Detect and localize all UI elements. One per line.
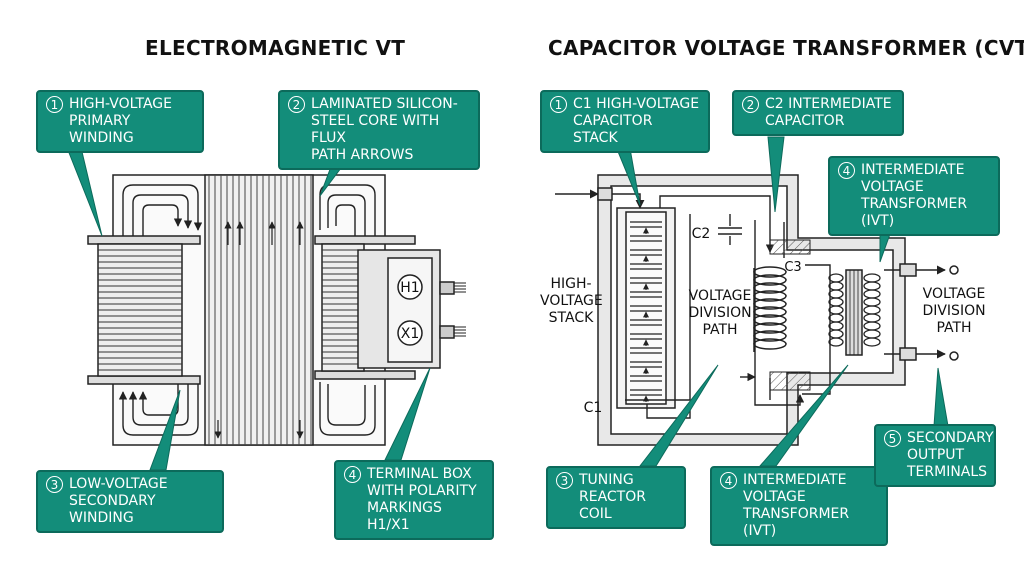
callout-text: LAMINATED SILICON- STEEL CORE WITH FLUX …	[311, 96, 458, 163]
callout-tuning-reactor: 3 TUNING REACTOR COIL	[546, 466, 686, 529]
callout-text: HIGH-VOLTAGE PRIMARY WINDING	[69, 96, 172, 146]
callout-number: 1	[550, 96, 567, 113]
c1-label: C1	[583, 400, 603, 416]
coil-top-hatch	[769, 239, 811, 255]
callout-text: TERMINAL BOX WITH POLARITY MARKINGS H1/X…	[367, 466, 477, 533]
callout-number: 2	[288, 96, 305, 113]
ivt-coils	[828, 273, 881, 347]
secondary-winding	[314, 235, 416, 380]
callout-text: C2 INTERMEDIATE CAPACITOR	[765, 96, 892, 129]
c3-label: C3	[784, 260, 802, 275]
terminal-h1-label: H1	[400, 280, 419, 296]
right-title: CAPACITOR VOLTAGE TRANSFORMER (CVT)	[548, 36, 1024, 60]
ivt-core	[845, 269, 863, 356]
callout-text: INTERMEDIATE VOLTAGE TRANSFORMER (IVT)	[743, 472, 850, 539]
callout-text: TUNING REACTOR COIL	[579, 472, 646, 522]
right-leaders	[611, 136, 949, 467]
callout-text: INTERMEDIATE VOLTAGE TRANSFORMER (IVT)	[861, 162, 968, 229]
division-path-center-label: VOLTAGE DIVISION PATH	[688, 288, 752, 338]
terminal-x1-label: X1	[401, 326, 420, 342]
primary-winding-turns	[98, 249, 182, 371]
callout-terminal-box: 4 TERMINAL BOX WITH POLARITY MARKINGS H1…	[334, 460, 494, 540]
callout-ivt-top: 4 INTERMEDIATE VOLTAGE TRANSFORMER (IVT)	[828, 156, 1000, 236]
hv-stack-label: HIGH- VOLTAGE STACK	[540, 276, 603, 326]
callout-number: 3	[46, 476, 63, 493]
coil-base-hatch	[769, 371, 811, 391]
flux-paths-left	[118, 184, 203, 436]
c1-plates	[630, 221, 662, 402]
callout-secondary-winding: 3 LOW-VOLTAGE SECONDARY WINDING	[36, 470, 224, 533]
division-path-right-label: VOLTAGE DIVISION PATH	[922, 286, 986, 336]
flux-paths-right	[319, 184, 376, 436]
callout-laminated-core: 2 LAMINATED SILICON- STEEL CORE WITH FLU…	[278, 90, 480, 170]
callout-primary-winding: 1 HIGH-VOLTAGE PRIMARY WINDING	[36, 90, 204, 153]
core-laminations	[208, 175, 312, 445]
callout-text: SECONDARY OUTPUT TERMINALS	[907, 430, 994, 480]
tuning-reactor-coil	[753, 266, 787, 352]
callout-number: 4	[838, 162, 855, 179]
callout-number: 3	[556, 472, 573, 489]
secondary-winding-turns	[322, 249, 364, 365]
terminal-box	[357, 249, 466, 369]
callout-number: 5	[884, 430, 901, 447]
callout-number: 2	[742, 96, 759, 113]
callout-output-terminals: 5 SECONDARY OUTPUT TERMINALS	[874, 424, 996, 487]
callout-number: 4	[720, 472, 737, 489]
callout-c1-stack: 1 C1 HIGH-VOLTAGE CAPACITOR STACK	[540, 90, 710, 153]
callout-text: C1 HIGH-VOLTAGE CAPACITOR STACK	[573, 96, 700, 146]
callout-c2-capacitor: 2 C2 INTERMEDIATE CAPACITOR	[732, 90, 904, 136]
left-title: ELECTROMAGNETIC VT	[145, 36, 406, 60]
callout-number: 4	[344, 466, 361, 483]
secondary-output-terminals	[884, 263, 959, 361]
callout-text: LOW-VOLTAGE SECONDARY WINDING	[69, 476, 168, 526]
c1-capacitor-stack	[616, 207, 676, 409]
callout-number: 1	[46, 96, 63, 113]
c2-label: C2	[691, 226, 711, 242]
callout-ivt-bottom: 4 INTERMEDIATE VOLTAGE TRANSFORMER (IVT)	[710, 466, 888, 546]
flux-arrows-center	[214, 221, 304, 439]
